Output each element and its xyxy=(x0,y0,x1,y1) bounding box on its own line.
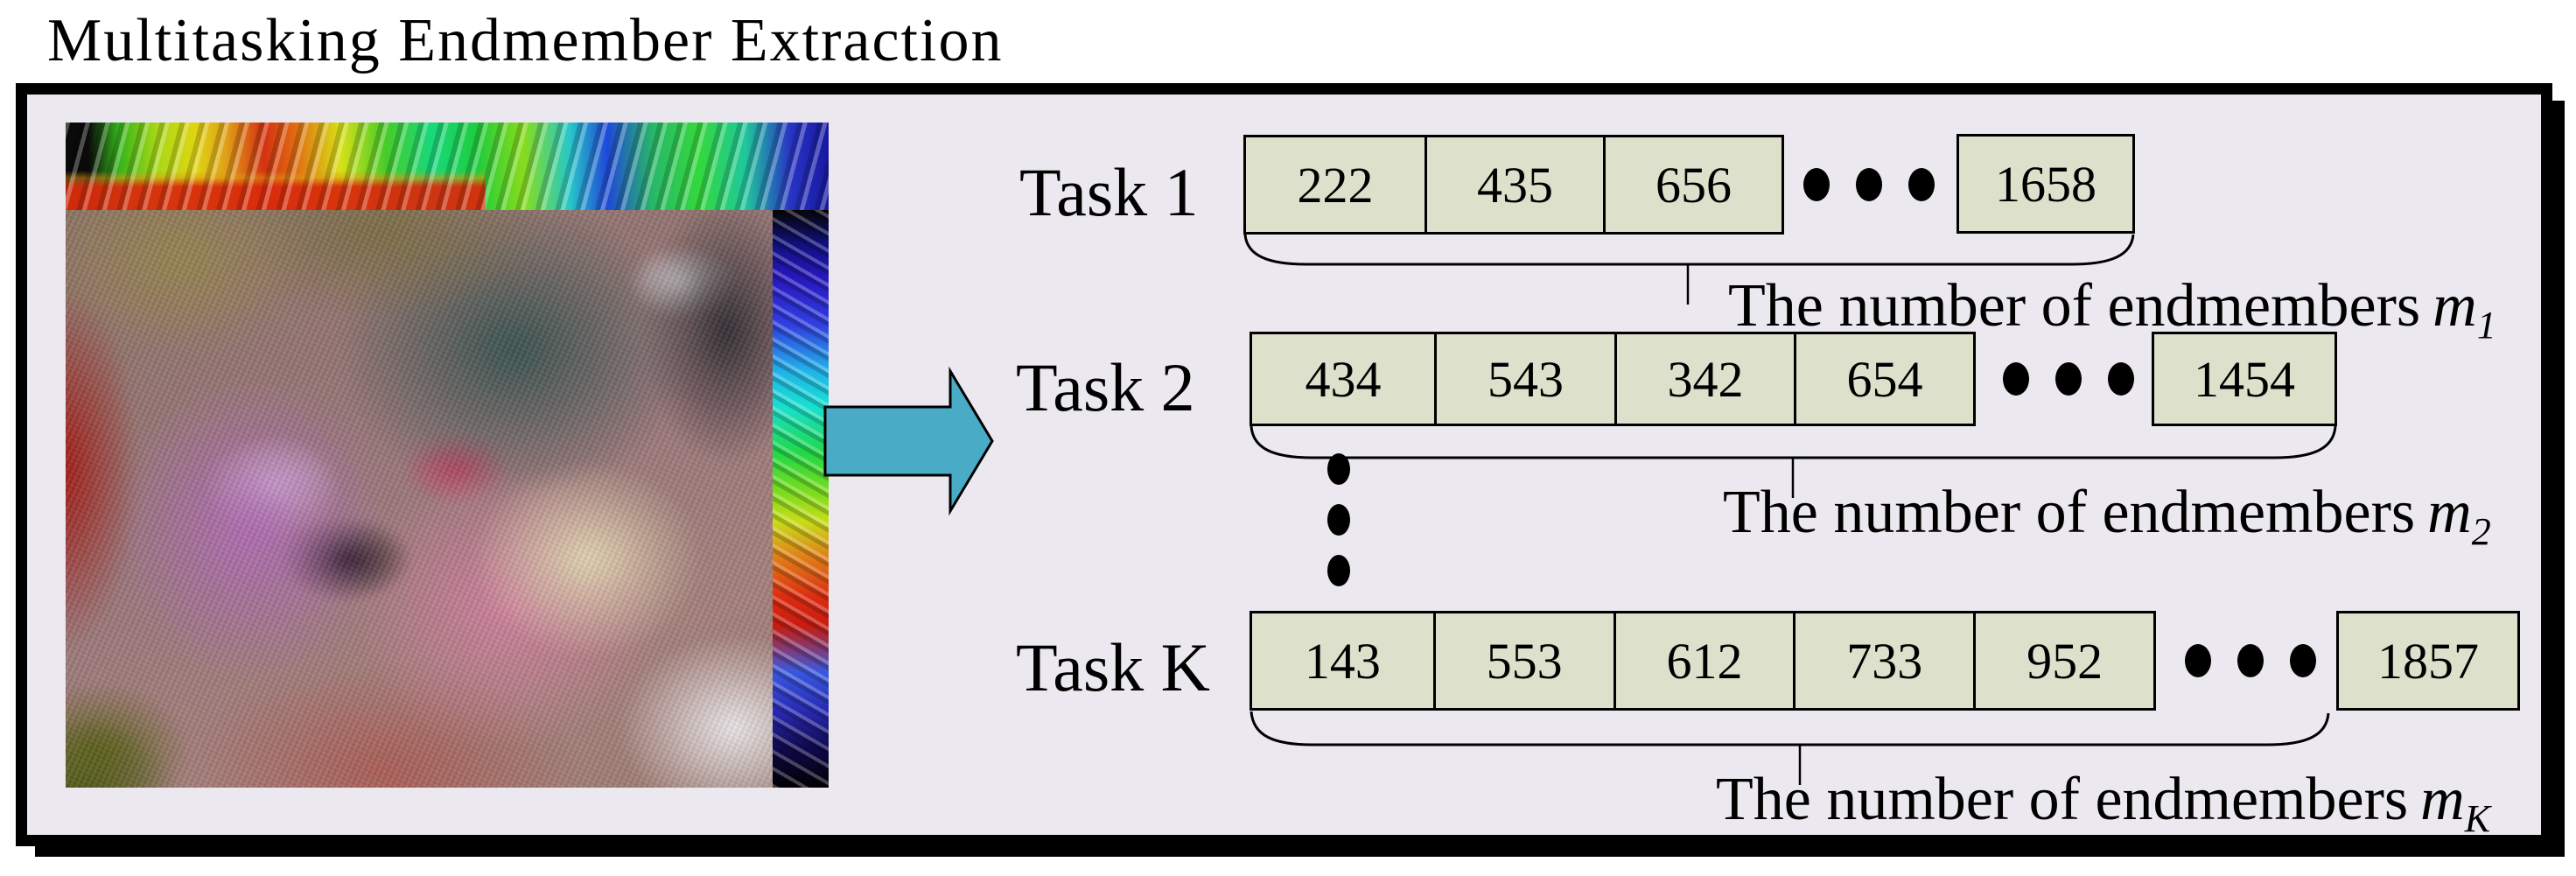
task-1-count-boxes: 222 435 656 xyxy=(1243,135,1784,235)
caption-text: The number of endmembers xyxy=(1716,766,2409,833)
count-box: 1658 xyxy=(1956,134,2135,234)
count-box: 553 xyxy=(1432,613,1614,708)
count-box: 952 xyxy=(1973,613,2153,708)
diagram-panel: Task 1 222 435 656 1658 The number of en… xyxy=(16,83,2552,846)
caption-variable: m xyxy=(2420,766,2465,833)
count-box: 543 xyxy=(1434,334,1614,424)
task-k-count-boxes: 143 553 612 733 952 xyxy=(1250,611,2156,711)
count-box: 434 xyxy=(1305,350,1382,408)
task-k-label: Task K xyxy=(1016,629,1211,705)
cube-right-spectral-band xyxy=(773,210,829,788)
count-box: 435 xyxy=(1424,137,1603,232)
task-1-brace xyxy=(1243,234,2135,305)
cube-top-spectral-band xyxy=(66,123,829,212)
cube-front-face-art xyxy=(66,210,773,788)
count-box: 143 xyxy=(1304,632,1381,690)
caption-text: The number of endmembers xyxy=(1728,272,2421,340)
count-box: 612 xyxy=(1613,613,1794,708)
ellipsis-dots xyxy=(2185,644,2316,677)
task-k-brace xyxy=(1250,711,2330,785)
ellipsis-dots xyxy=(1803,168,1935,201)
task-1-label: Task 1 xyxy=(1019,154,1199,230)
count-box: 342 xyxy=(1614,334,1794,424)
hyperspectral-cube-image xyxy=(66,123,829,788)
count-box: 1454 xyxy=(2152,332,2337,426)
vertical-ellipsis-dots xyxy=(1327,453,1350,586)
caption-subscript: K xyxy=(2464,797,2491,840)
task-2-count-boxes: 434 543 342 654 xyxy=(1250,332,1976,426)
cube-front-face-grain xyxy=(66,210,773,788)
right-arrow-icon xyxy=(823,366,994,516)
caption-subscript: 1 xyxy=(2476,304,2496,347)
ellipsis-dots xyxy=(2003,362,2134,396)
figure-title: Multitasking Endmember Extraction xyxy=(47,7,1004,74)
count-box: 654 xyxy=(1794,334,1973,424)
count-box: 656 xyxy=(1603,137,1782,232)
caption-text: The number of endmembers xyxy=(1723,479,2416,546)
task-2-brace xyxy=(1250,425,2337,498)
cube-front-face xyxy=(66,210,773,788)
caption-variable: m xyxy=(2427,479,2472,546)
task-2-label: Task 2 xyxy=(1016,349,1195,425)
count-box: 222 xyxy=(1297,156,1374,214)
caption-subscript: 2 xyxy=(2471,510,2491,553)
caption-variable: m xyxy=(2432,272,2477,340)
count-box: 733 xyxy=(1793,613,1973,708)
count-box: 1857 xyxy=(2336,611,2520,711)
